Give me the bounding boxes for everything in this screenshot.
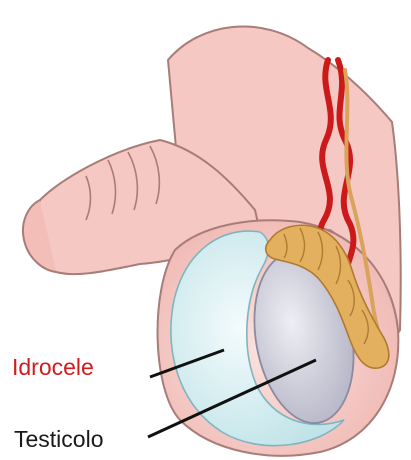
testicle-label: Testicolo xyxy=(14,428,103,451)
hydrocele-label: Idrocele xyxy=(12,356,94,379)
